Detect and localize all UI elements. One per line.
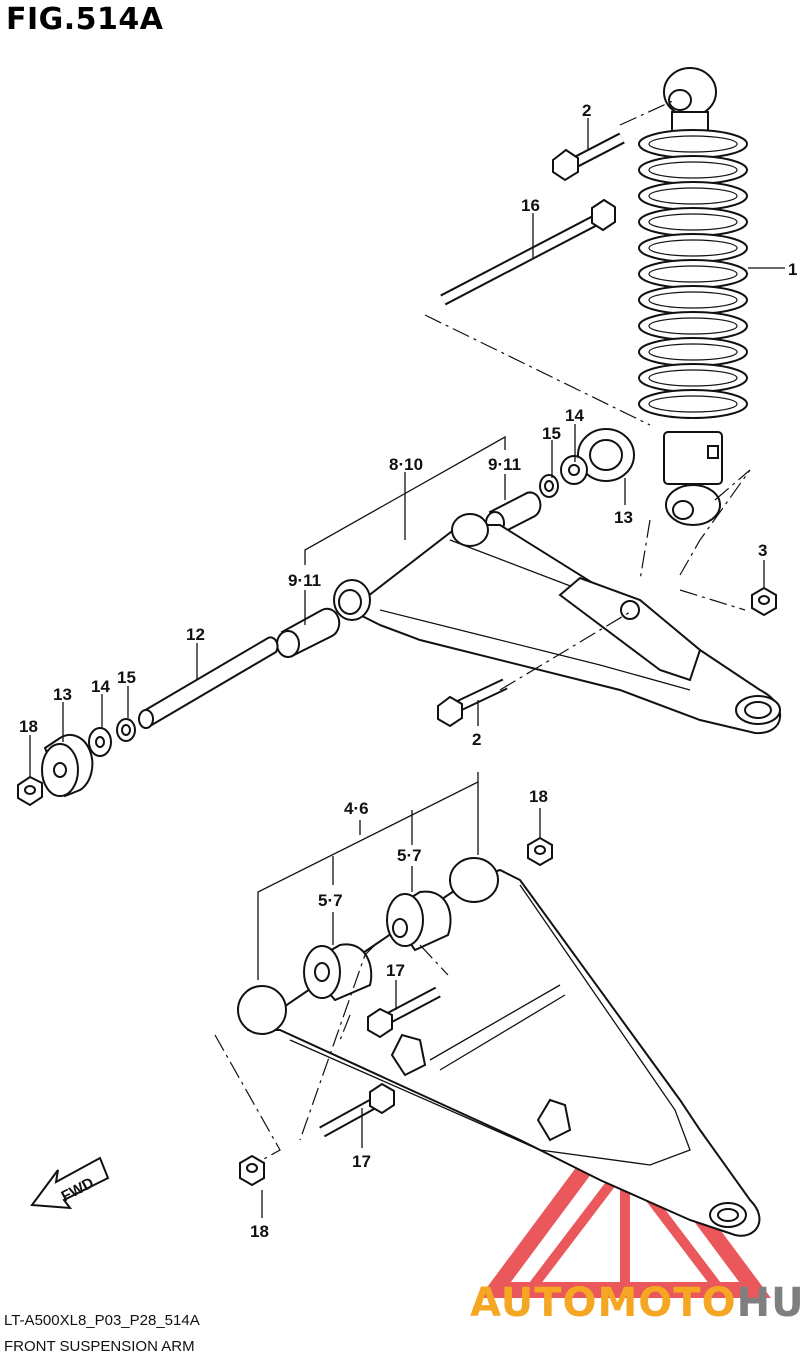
label-14-left: 14 [91,677,110,696]
bolt-17-upper [367,986,441,1039]
label-18-bottom: 18 [250,1222,269,1241]
bolt-16 [440,198,616,306]
label-5-7-right: 5·7 [397,846,422,865]
shock-absorber [638,67,748,526]
nut-3 [751,586,777,617]
label-2-top: 2 [582,101,591,120]
left-washers [17,718,136,807]
bolt-2-top [552,132,625,182]
spring-coil-inner [648,369,738,387]
watermark-text: AUTOMOTOHUB [470,1280,800,1326]
spring-coil-inner [648,343,738,361]
lower-arm [237,857,761,1237]
label-16: 16 [521,196,540,215]
watermark-part1: AUTOMOTO [470,1280,737,1326]
bushing-5-7-right [386,890,452,952]
part-labels: 1 2 16 14 15 8·10 9·11 13 3 9·11 12 15 1… [19,101,797,1241]
spring-coil-inner [648,187,738,205]
fwd-arrow: FWD [30,1156,110,1210]
figure-code: LT-A500XL8_P03_P28_514A [4,1312,200,1329]
label-15-left: 15 [117,668,136,687]
label-1: 1 [788,260,797,279]
label-2-mid: 2 [472,730,481,749]
label-9-11-right: 9·11 [488,455,521,474]
spring-coil-inner [648,213,738,231]
label-18-left: 18 [19,717,38,736]
label-5-7-left: 5·7 [318,891,343,910]
label-18-right: 18 [529,787,548,806]
spring-coil-inner [648,291,738,309]
spring-coil-inner [648,317,738,335]
label-9-11-left: 9·11 [288,571,321,590]
nut-18-bottom [239,1154,265,1187]
watermark-part2: HUB [737,1280,800,1326]
label-12: 12 [186,625,205,644]
left-shaft-hardware [138,607,341,729]
spring-coil-inner [648,265,738,283]
label-17-lower: 17 [352,1152,371,1171]
spring-coil-inner [648,239,738,257]
label-15-right: 15 [542,424,561,443]
spring-coil-inner [648,395,738,413]
leader-lines [29,118,785,1218]
label-3: 3 [758,541,767,560]
figure-title: FIG.514A [6,2,164,37]
label-8-10: 8·10 [389,455,423,474]
label-4-6: 4·6 [344,799,369,818]
assembly-lines [214,99,751,1161]
bolt-2-mid [437,678,508,728]
nut-18-right [527,836,553,867]
upper-right-hardware [485,428,635,536]
label-17-upper: 17 [386,961,405,980]
label-13-left: 13 [53,685,72,704]
label-13-right: 13 [614,508,633,527]
svg-text:AUTOMOTOHUB: AUTOMOTOHUB [470,1280,800,1326]
bolt-17-lower [319,1082,395,1138]
upper-arm [333,513,781,735]
spring-coil-inner [648,135,738,153]
spring-coil-inner [648,161,738,179]
label-14-right: 14 [565,406,584,425]
figure-name: FRONT SUSPENSION ARM [4,1338,195,1355]
